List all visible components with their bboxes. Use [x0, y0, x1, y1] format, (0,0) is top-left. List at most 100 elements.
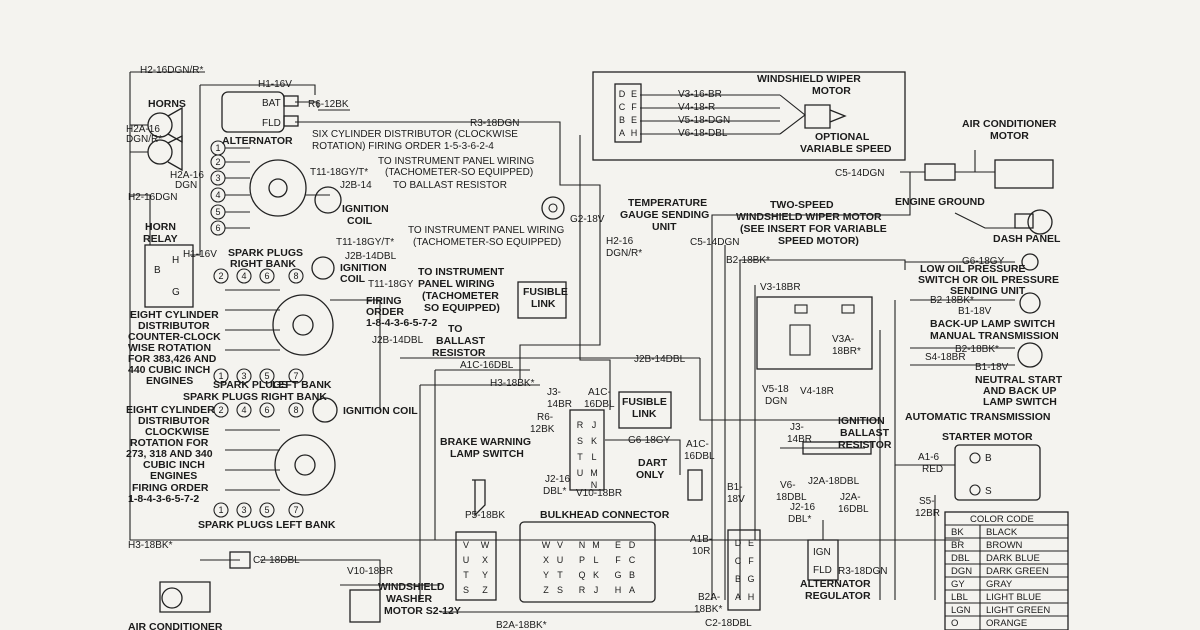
plug-num: 3 [241, 371, 246, 381]
washer-pin: U [463, 555, 470, 565]
wire-label-dgn-r: DGN/R* [126, 134, 162, 145]
connector-pin: R [577, 420, 584, 430]
connector-pin: U [577, 468, 584, 478]
alternator-harness-plug [727, 529, 761, 611]
wire-horn-feeds [130, 124, 148, 153]
wire-label-j2a-18dbl: J2A-18DBL [808, 476, 860, 487]
wire-label-h2-16: H2-16 [606, 236, 634, 247]
color-code-name: ORANGE [986, 618, 1027, 629]
eight-cw-label-4: ROTATION FOR [130, 437, 209, 449]
low-oil-label-1: LOW OIL PRESSURE [920, 263, 1025, 275]
to-instrument-3c: (TACHOMETER [422, 290, 499, 302]
wire-switch-feeds [910, 299, 1015, 366]
wire-label-g6-18gy: G6-18GY [962, 256, 1005, 267]
six-plug-num: 1 [215, 143, 220, 153]
ignition-coil-label-2a: IGNITION [340, 262, 387, 274]
bulkhead-pin: C [629, 555, 636, 565]
wire-label-10r: 10R [692, 546, 710, 557]
firing-order-1b: ORDER [366, 306, 404, 318]
spark-plugs-left-label-1b: LEFT BANK [272, 379, 332, 391]
fusible-link-1-label-b: LINK [531, 298, 556, 310]
six-plug-num: 4 [215, 190, 220, 200]
tachometer-label-1: (TACHOMETER-SO EQUIPPED) [385, 167, 533, 178]
washer-pin: S [463, 585, 469, 595]
regulator-ign-label: IGN [813, 547, 831, 558]
wire-label-v10-18br: V10-18BR [576, 488, 622, 499]
starter-terminal-b: B [985, 453, 992, 464]
wire-h2-16dgn-relay [130, 194, 151, 245]
bulkhead-pin: F [615, 555, 621, 565]
washer-pin: T [463, 570, 469, 580]
wire-label-r3-18dgn: R3-18DGN [470, 118, 519, 129]
wire-label-r6-12bk: R6-12BK [308, 99, 349, 110]
six-cylinder-distributor-hub [268, 178, 288, 198]
wire-label-v10-18br-b: V10-18BR [347, 566, 393, 577]
dash-panel-ground-icon [1027, 209, 1053, 235]
wiper-pin: D [619, 89, 626, 99]
wire-ccw-coil [330, 299, 381, 410]
neutral-start-label-3: LAMP SWITCH [983, 396, 1057, 408]
eight-ccw-label-3: COUNTER-CLOCK [128, 331, 221, 343]
alternator-icon [221, 91, 285, 133]
bulkhead-connector-label: BULKHEAD CONNECTOR [540, 509, 670, 521]
firing-order-2b: 1-8-4-3-6-5-7-2 [128, 493, 199, 505]
fusible-link-2-box [618, 391, 672, 429]
optional-label: OPTIONAL [815, 131, 870, 143]
wiper-pin: E [631, 89, 637, 99]
wire-label-h1-16v: H1-16V [258, 79, 292, 90]
bulkhead-pin: Y [543, 570, 549, 580]
ballast-label-3: RESISTOR [838, 439, 892, 451]
wire-label-16dbl-b: 16DBL [838, 504, 869, 515]
wire-label-h1-16v-b: H1-16V [183, 249, 217, 260]
eight-cylinder-cw-hub [294, 454, 316, 476]
ballast-label-1: IGNITION [838, 415, 885, 427]
low-oil-pressure-switch-icon [1021, 253, 1039, 271]
wire-label-r3-18dgn-b: R3-18DGN [838, 566, 887, 577]
wiper-motor-icon [804, 104, 847, 129]
wire-label-c5-14dgn-b: C5-14DGN [690, 237, 739, 248]
wire-label-j3-c: J3- [790, 422, 804, 433]
wire-label-v6-b: V6- [780, 480, 796, 491]
spark-plug-rows [213, 268, 304, 518]
wiper-pin: C [619, 102, 626, 112]
temp-sending-label-3: UNIT [652, 221, 677, 233]
wire-label-a1b: A1B- [690, 534, 712, 545]
wire-h3-18bk [419, 384, 540, 600]
ignition-coil-2-icon [311, 256, 335, 280]
connector-pin: L [591, 452, 596, 462]
eight-cw-label-5: 273, 318 AND 340 [126, 448, 213, 460]
bulkhead-pin: W [542, 540, 551, 550]
wire-label-v3a: V3A- [832, 334, 854, 345]
wire-label-a1-6: A1-6 [918, 452, 940, 463]
wire-v3-trunk [579, 135, 611, 410]
alt-plug-pin: G [747, 574, 754, 584]
washer-pin: Y [482, 570, 488, 580]
washer-connector-box [455, 531, 497, 601]
plug-num: 3 [241, 505, 246, 515]
bulkhead-pin: A [629, 585, 635, 595]
eight-cw-label-7: ENGINES [150, 470, 197, 482]
alt-plug-pin: E [748, 538, 754, 548]
plug-num: 1 [218, 505, 223, 515]
wiper-pin: H [631, 128, 638, 138]
to-instrument-panel-wiring-1: TO INSTRUMENT PANEL WIRING [378, 156, 535, 167]
ignition-ballast-resistor-icon [802, 441, 872, 455]
eight-ccw-label-7: ENGINES [146, 375, 193, 387]
wire-r3-18dgn [295, 121, 601, 380]
plug-num: 7 [293, 371, 298, 381]
bulkhead-pin: T [557, 570, 563, 580]
to-ballast-2b: BALLAST [436, 335, 486, 347]
wire-label-dgn-c: DGN [765, 396, 787, 407]
six-spark-plugs [210, 140, 226, 236]
wire-label-c2-18dbl-b: C2-18DBL [705, 618, 752, 629]
two-speed-label-4: SPEED MOTOR) [778, 235, 859, 247]
wire-label-h3-18bk: H3-18BK* [490, 378, 535, 389]
eight-ccw-label-2: DISTRIBUTOR [138, 320, 210, 332]
wire-label-v3-16br: V3-16-BR [678, 89, 722, 100]
wiper-pin: F [631, 102, 637, 112]
eight-cw-label-2: DISTRIBUTOR [138, 415, 210, 427]
tachometer-label-2: (TACHOMETER-SO EQUIPPED) [413, 237, 561, 248]
automatic-transmission-label: AUTOMATIC TRANSMISSION [905, 411, 1050, 423]
wire-label-j3: J3- [547, 387, 561, 398]
washer-pin: Z [482, 585, 488, 595]
